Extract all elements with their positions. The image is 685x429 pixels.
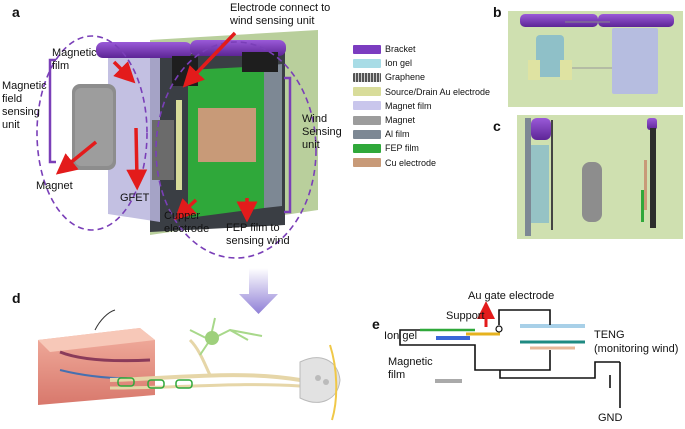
au-gate-label: Au gate electrode (468, 290, 555, 302)
support-label: Support (446, 310, 485, 322)
panel-e-circuit (399, 301, 621, 408)
magnet-label: Magnet (36, 180, 73, 192)
legend-item-magnet-film: Magnet film (353, 99, 513, 113)
legend-swatch (353, 72, 381, 82)
wind-unit-label: Wind Sensing unit (302, 113, 342, 151)
transition-arrow (239, 268, 278, 314)
panel-label-b: b (493, 4, 502, 20)
panel-a-arrows (55, 31, 258, 223)
legend-swatch (353, 44, 381, 54)
gnd-label: GND (598, 412, 623, 424)
left-brace (48, 58, 56, 164)
panel-b-topview (508, 11, 683, 107)
legend-item-source-drain: Source/Drain Au electrode (353, 85, 513, 99)
panel-label-e: e (372, 316, 380, 332)
legend-item-cu-electrode: Cu electrode (353, 156, 513, 170)
legend-item-ion-gel: Ion gel (353, 56, 513, 70)
panel-c-sideview (517, 115, 683, 239)
bracket-left (96, 42, 192, 58)
gfet-label: GFET (120, 192, 150, 204)
panel-label-c: c (493, 118, 501, 134)
magnetic-film-label: Magnetic film (52, 47, 97, 72)
teng-label: TENG (monitoring wind) (594, 329, 679, 355)
legend-swatch (353, 115, 381, 125)
panel-label-d: d (12, 290, 21, 306)
ion-gel-label: Ion gel (384, 330, 418, 342)
cu-electrode (198, 108, 256, 162)
legend-item-fep-film: FEP film (353, 141, 513, 155)
magnetic-field-unit-label: Magnetic field sensing unit (2, 80, 47, 131)
legend-swatch (353, 87, 381, 97)
legend: Bracket Ion gel Graphene Source/Drain Au… (353, 42, 513, 170)
panel-label-a: a (12, 4, 20, 20)
legend-item-al-film: Al film (353, 127, 513, 141)
electrode-connect-label: Electrode connect to wind sensing unit (230, 2, 331, 27)
right-brace (284, 76, 292, 214)
legend-swatch (353, 58, 381, 68)
gfet-channel (152, 120, 174, 180)
neuron (189, 317, 263, 356)
legend-swatch (353, 158, 381, 168)
magnetic-film-e-label: Magnetic film (388, 356, 433, 381)
legend-item-magnet: Magnet (353, 113, 513, 127)
panel-d-illustration (38, 309, 341, 421)
fep-film-label: FEP film to sensing wind (226, 222, 290, 247)
wind-unit-ellipse (155, 41, 317, 259)
cupper-electrode-label: Cupper electrode (164, 210, 210, 235)
magnetic-unit-ellipse (36, 35, 148, 231)
legend-item-graphene: Graphene (353, 70, 513, 84)
legend-swatch (353, 143, 381, 153)
legend-swatch (353, 129, 381, 139)
legend-item-bracket: Bracket (353, 42, 513, 56)
legend-swatch (353, 101, 381, 111)
